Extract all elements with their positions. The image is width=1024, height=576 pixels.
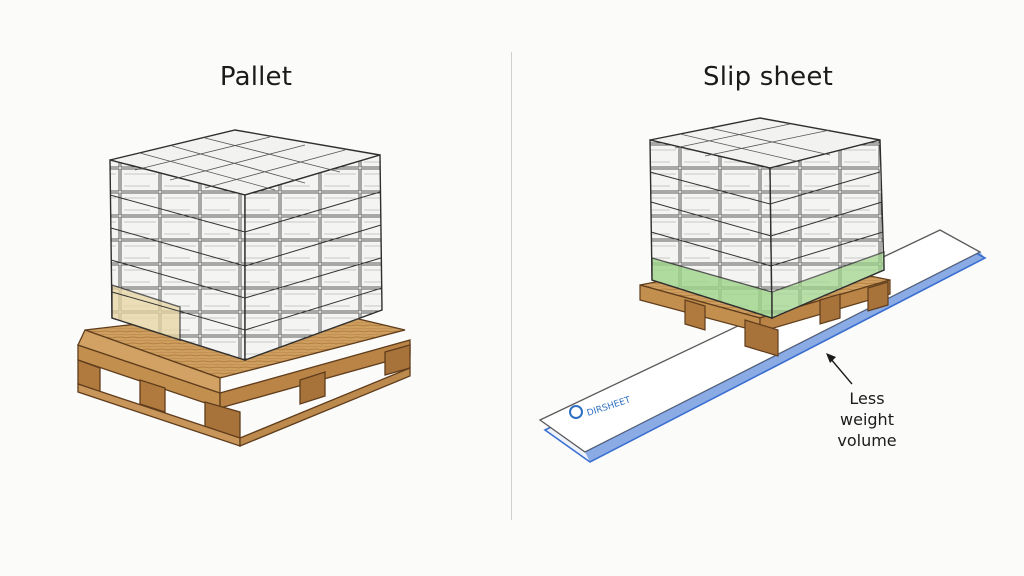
panel-divider <box>511 52 512 520</box>
box-stack <box>109 129 383 362</box>
slip-sheet-title: Slip sheet <box>703 62 833 92</box>
pallet-illustration <box>77 129 411 447</box>
annotation-line-1: Less <box>849 389 885 408</box>
slip-box-stack <box>649 117 885 320</box>
annotation-line-2: weight <box>840 410 894 429</box>
pallet-title: Pallet <box>219 62 293 92</box>
slip-sheet-illustration: DIRSHEET <box>538 117 987 463</box>
annotation-line-3: volume <box>837 431 897 450</box>
weight-volume-annotation: Less weight volume <box>822 388 912 451</box>
slip-sheet-panel: Slip sheet <box>512 0 1024 576</box>
pallet-panel: Pallet <box>219 62 293 92</box>
annotation-arrow <box>826 353 853 385</box>
